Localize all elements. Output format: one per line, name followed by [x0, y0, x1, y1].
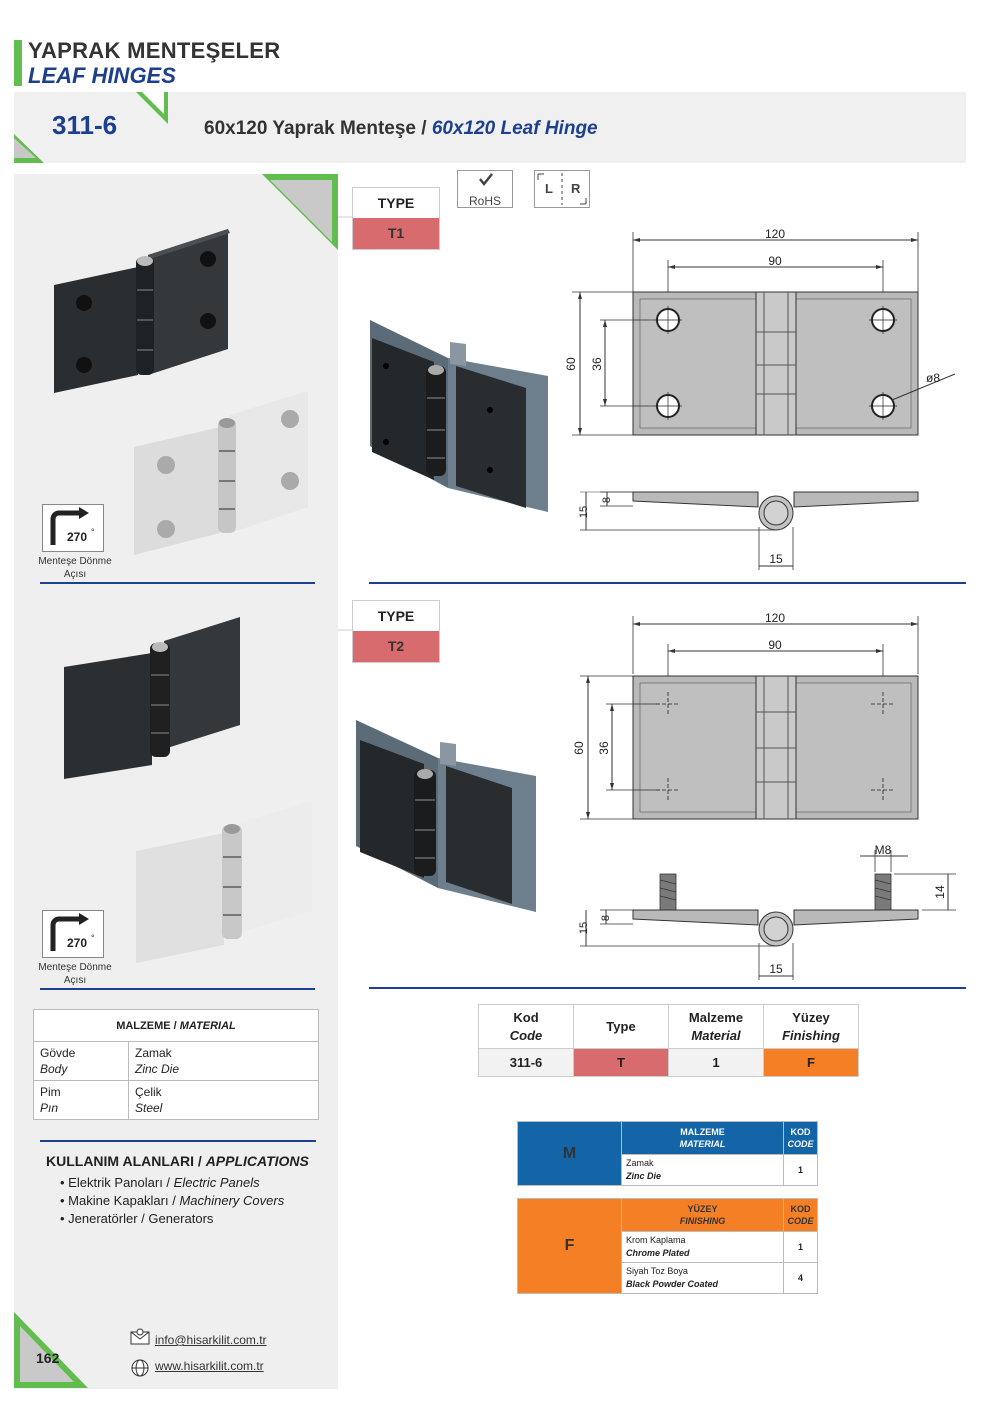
divider-3	[40, 1140, 316, 1142]
svg-text:120: 120	[765, 227, 785, 241]
product-title-band	[14, 92, 966, 163]
svg-text:90: 90	[768, 254, 782, 268]
email-link[interactable]: info@hisarkilit.com.tr	[155, 1333, 267, 1347]
applications-list: • Elektrik Panoları / Electric Panels • …	[60, 1174, 284, 1228]
svg-text:14: 14	[933, 885, 947, 899]
applications-heading: KULLANIM ALANLARI / APPLICATIONS	[46, 1153, 309, 1169]
svg-text:90: 90	[768, 638, 782, 652]
svg-text:15: 15	[578, 922, 590, 934]
svg-text:M8: M8	[875, 843, 892, 857]
rohs-badge: RoHS	[457, 170, 513, 208]
svg-text:8: 8	[600, 915, 612, 921]
svg-text:270: 270	[67, 530, 87, 544]
svg-text:15: 15	[769, 552, 783, 566]
list-item: • Elektrik Panoları / Electric Panels	[60, 1175, 260, 1190]
page-corner	[14, 1312, 88, 1388]
hinge-t1-black-image	[54, 229, 230, 393]
product-code: 311-6	[52, 110, 118, 140]
left-right-badge: L R	[534, 170, 590, 208]
technical-drawing-t1: 120 90 ø8 60 36 8 15 15	[564, 227, 956, 570]
svg-text:ø8: ø8	[926, 371, 940, 385]
website-link[interactable]: www.hisarkilit.com.tr	[155, 1359, 264, 1373]
hinge-t2-chrome-image	[136, 801, 312, 963]
hinge-t2-mounted-image	[356, 720, 536, 912]
svg-text:270: 270	[67, 936, 87, 950]
section-title-tr: YAPRAK MENTEŞELER	[28, 38, 281, 63]
svg-text:8: 8	[601, 497, 613, 503]
section-title-en: LEAF HINGES	[28, 63, 176, 88]
product-title: 60x120 Yaprak Menteşe / 60x120 Leaf Hing…	[204, 118, 598, 139]
header-accent-bar	[14, 40, 22, 86]
svg-text:36: 36	[597, 741, 611, 755]
list-item: • Jeneratörler / Generators	[60, 1211, 214, 1226]
divider-2	[40, 988, 315, 990]
svg-text:°: °	[91, 527, 95, 537]
globe-icon	[131, 1359, 149, 1377]
panel-corner-icon	[262, 174, 338, 250]
svg-text:15: 15	[578, 506, 590, 518]
hinge-t1-chrome-image	[134, 391, 308, 555]
page-number: 162	[36, 1350, 60, 1366]
divider	[40, 582, 315, 584]
list-item: • Makine Kapakları / Machinery Covers	[60, 1193, 285, 1208]
svg-text:60: 60	[572, 741, 586, 755]
table-row: 311-6 T 1 F	[478, 1048, 859, 1077]
svg-text:60: 60	[564, 357, 578, 371]
hinge-t1-mounted-image	[370, 320, 548, 512]
divider-t1	[369, 582, 966, 584]
type-connector	[338, 216, 352, 631]
svg-text:°: °	[91, 933, 95, 943]
corner-decoration	[14, 92, 168, 163]
email-icon	[130, 1328, 150, 1345]
divider-t2	[369, 987, 966, 989]
hinge-t2-black-image	[64, 617, 240, 779]
svg-text:15: 15	[769, 962, 783, 976]
svg-text:36: 36	[590, 357, 604, 371]
rotation-angle-icon: 270 °	[42, 504, 104, 552]
technical-drawing-t2: 120 90 60 36 M8 14 8	[572, 611, 956, 980]
svg-text:120: 120	[765, 611, 785, 625]
rotation-angle-icon-2: 270 °	[42, 910, 104, 958]
